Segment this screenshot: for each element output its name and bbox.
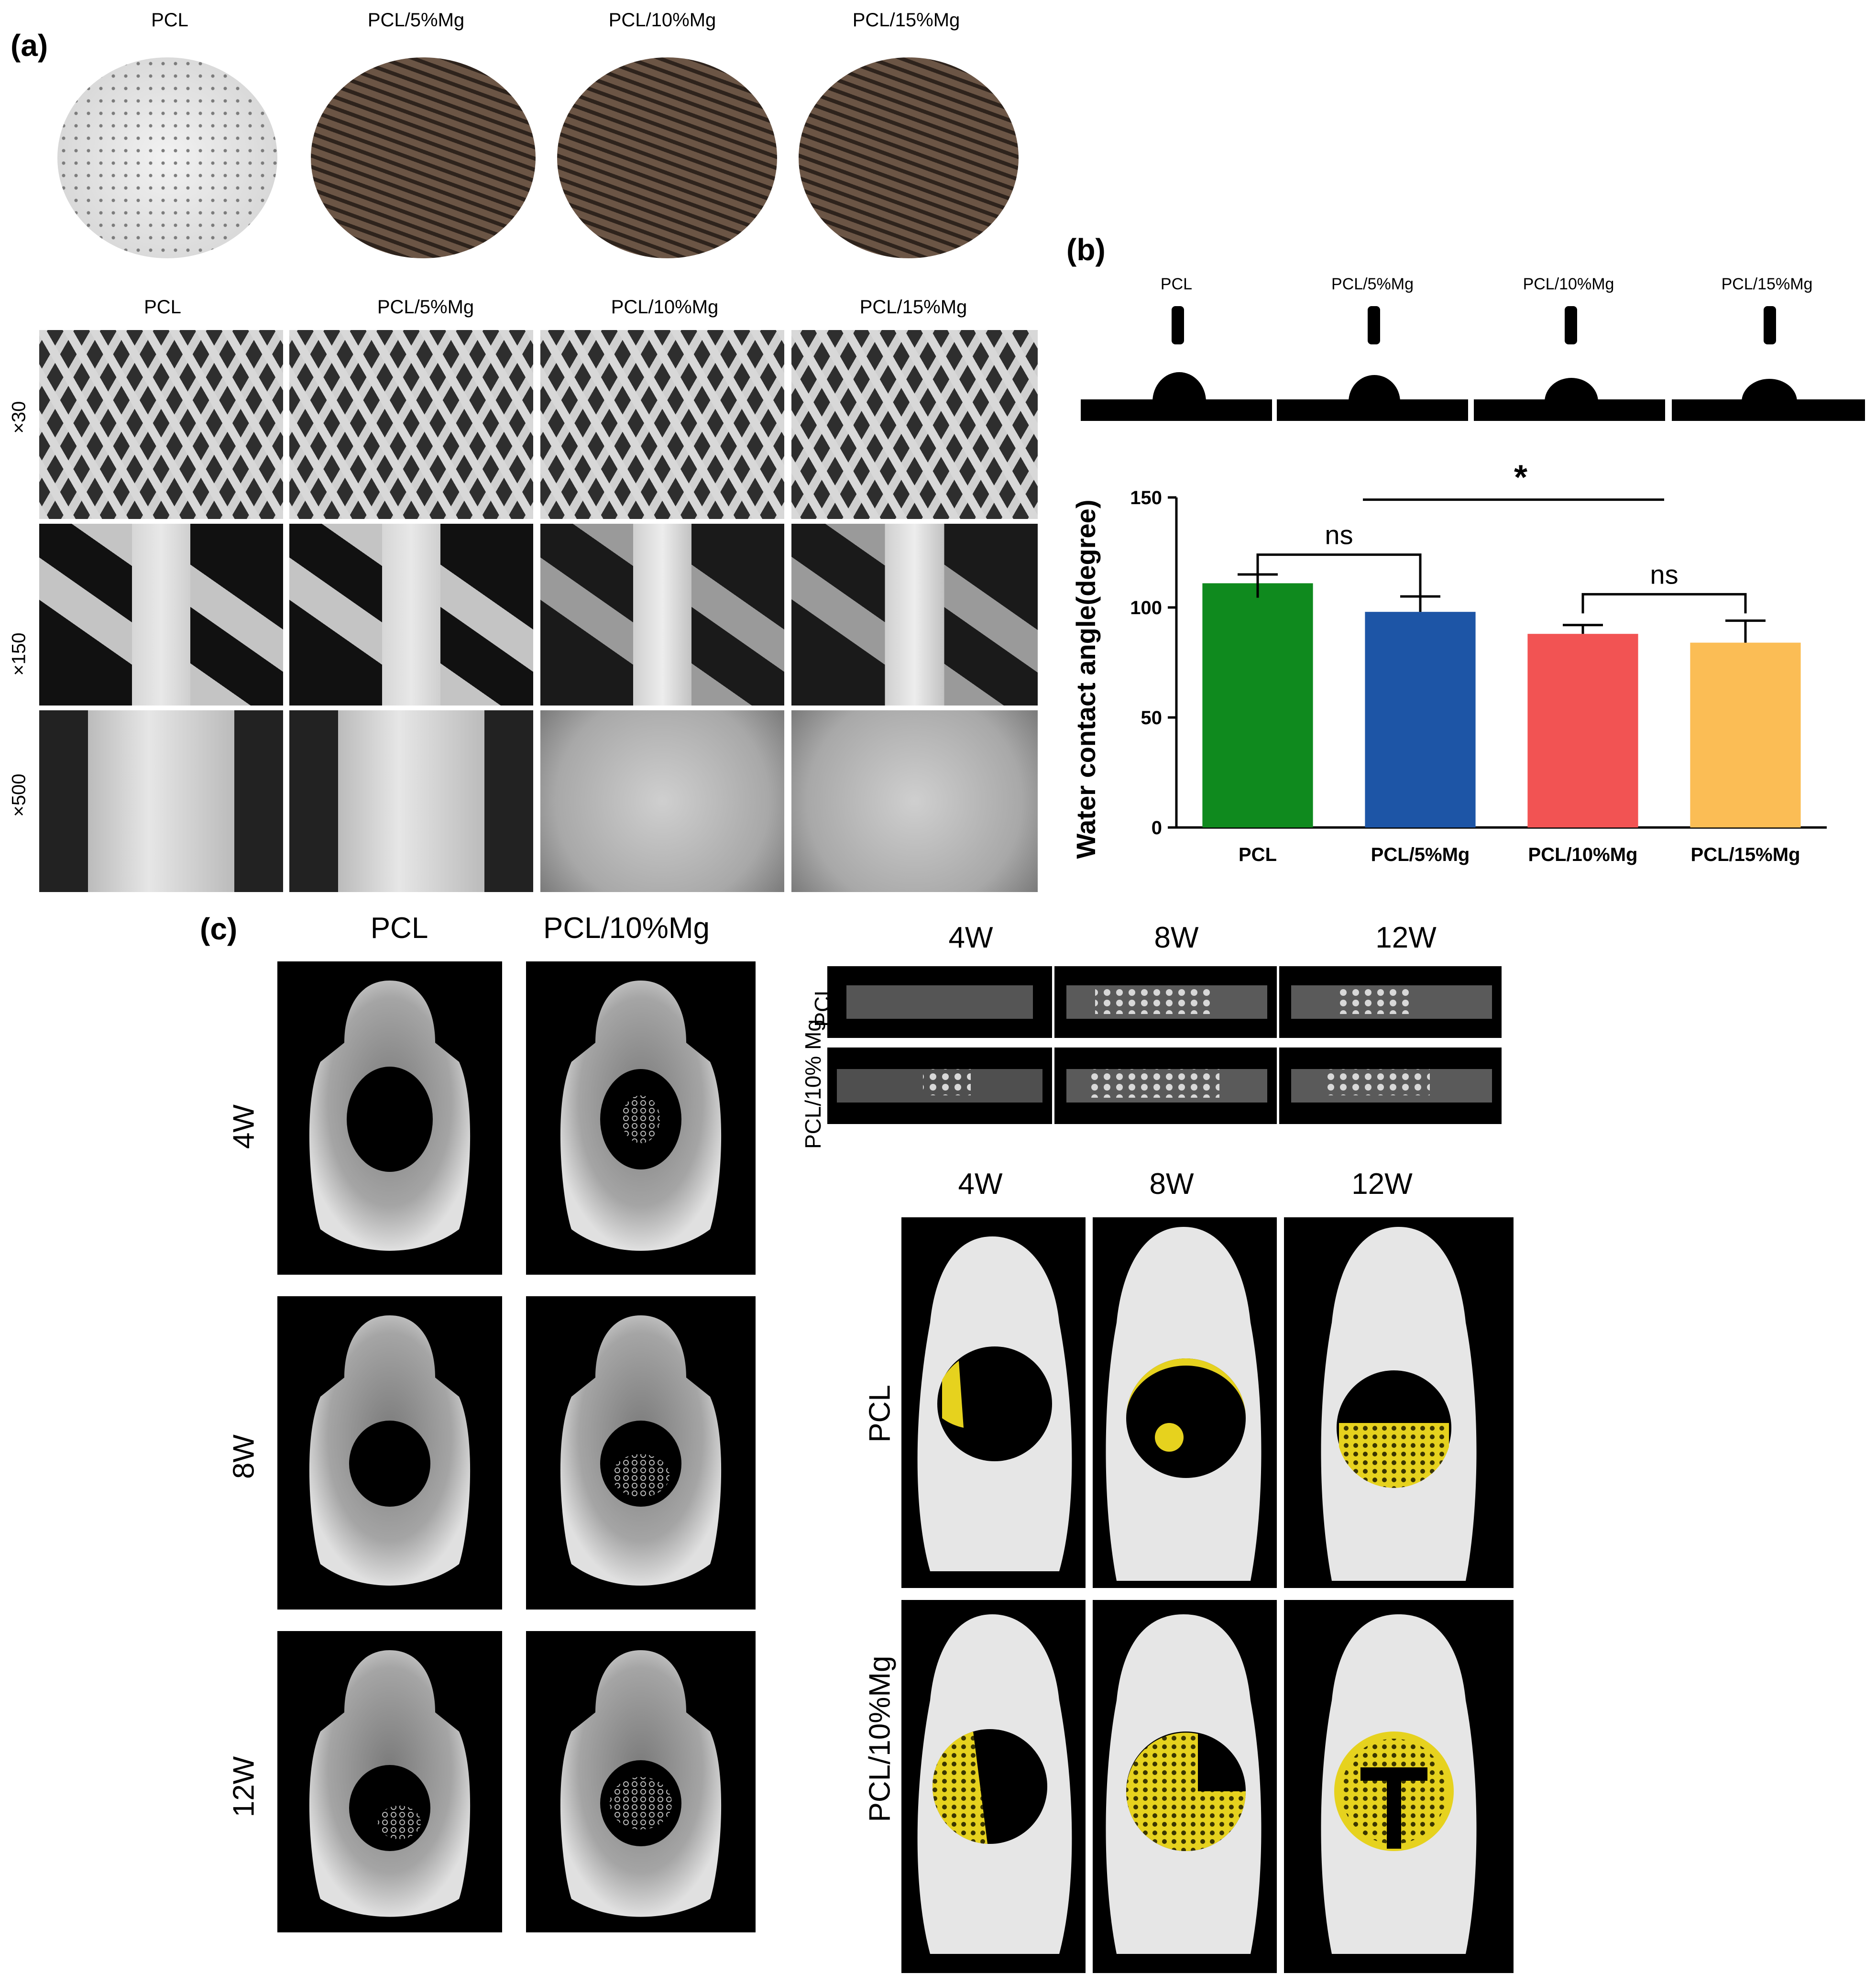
panel-b-label: (b) [1066,232,1106,267]
significance-label: ns [1650,559,1678,589]
contact-angle-bar-chart: Water contact angle(degree) 0 50 100 150PCL… [1071,459,1827,865]
bar [1202,583,1313,827]
x-tick-label: PCL/5%Mg [1371,844,1470,865]
x-tick-label: PCL/15%Mg [1691,844,1800,865]
bar [1527,634,1638,827]
sem-col-label-pcl: PCL [144,297,181,318]
y-tick-label: 50 [1141,707,1163,728]
sem-image-pcl-5mg-x30 [289,330,533,519]
x-tick-label: PCL/10%Mg [1528,844,1638,865]
sem-col-label-pcl-15mg: PCL/15%Mg [859,297,967,318]
y-tick-label: 0 [1152,817,1162,838]
ct-row-label-pcl-10mg: PCL/10% Mg [801,1019,825,1149]
droplet-pcl [1081,306,1272,421]
droplet-pcl-10mg [1474,306,1665,421]
skull-images-grid [277,961,756,1932]
y-tick-label: 100 [1130,597,1162,618]
panel-c-label: (c) [200,912,238,946]
disk-label-pcl-5mg: PCL/5%Mg [367,10,465,31]
bar [1365,612,1476,827]
disk-label-pcl: PCL [151,10,188,31]
bar [1690,642,1801,827]
sem-image-pcl-x30 [39,330,283,519]
sem-image-pcl-x500 [39,710,283,892]
left-row-label-4w: 4W [227,1104,261,1149]
significance-label: ns [1325,520,1353,550]
sem-image-pcl-10mg-x30 [540,330,784,519]
recon-time-label-8w: 8W [1149,1168,1194,1201]
recon-row-label-pcl: PCL [863,1385,897,1443]
sem-row-label-x30: ×30 [8,401,30,434]
sem-col-label-pcl-5mg: PCL/5%Mg [377,297,474,318]
sem-row-label-x150: ×150 [8,632,30,676]
recon-row-label-pcl-10mg: PCL/10%Mg [863,1655,897,1822]
disk-label-pcl-10mg: PCL/10%Mg [608,10,716,31]
recon-3d-images [901,1217,1514,1973]
droplet-pcl-5mg [1277,306,1468,421]
y-tick-label: 150 [1130,487,1162,508]
ct-time-label-8w: 8W [1154,921,1199,954]
droplet-label-pcl-10mg: PCL/10%Mg [1523,275,1614,293]
sem-image-pcl-10mg-x500 [540,710,784,892]
droplet-label-pcl: PCL [1160,275,1193,293]
sem-image-pcl-15mg-x30 [791,330,1038,519]
ct-time-label-12w: 12W [1375,921,1437,954]
recon-time-label-4w: 4W [958,1168,1003,1201]
sem-image-pcl-10mg-x150 [540,524,784,706]
sem-row-label-x500: ×500 [8,773,30,817]
sem-image-pcl-x150 [39,524,283,706]
x-tick-label: PCL [1239,844,1277,865]
sem-image-pcl-5mg-x500 [289,710,533,892]
significance-star: * [1514,459,1527,497]
sem-image-pcl-15mg-x500 [791,710,1038,892]
disk-label-pcl-15mg: PCL/15%Mg [852,10,960,31]
left-row-label-8w: 8W [227,1434,261,1479]
droplet-images [1081,306,1865,421]
droplet-pcl-15mg [1672,306,1865,421]
sem-col-label-pcl-10mg: PCL/10%Mg [611,297,719,318]
droplet-label-pcl-5mg: PCL/5%Mg [1331,275,1414,293]
sem-image-pcl-5mg-x150 [289,524,533,706]
scaffold-disk-pcl-5mg [311,57,536,258]
significance-bracket [1581,593,1747,614]
left-col-label-pcl: PCL [370,912,428,945]
ct-time-label-4w: 4W [948,921,993,954]
significance-bracket [1256,553,1422,598]
left-row-label-12w: 12W [227,1756,261,1818]
scaffold-disk-pcl-10mg [557,57,777,258]
recon-time-label-12w: 12W [1351,1168,1413,1201]
sem-image-pcl-15mg-x150 [791,524,1038,706]
scaffold-disk-pcl-15mg [799,57,1019,258]
ct-slice-images [827,966,1502,1124]
left-col-label-pcl-10mg: PCL/10%Mg [543,912,710,945]
chart-y-axis-label: Water contact angle(degree) [1071,500,1101,859]
scaffold-disk-pcl [57,57,277,258]
droplet-label-pcl-15mg: PCL/15%Mg [1721,275,1813,293]
panel-a-label: (a) [11,28,48,63]
